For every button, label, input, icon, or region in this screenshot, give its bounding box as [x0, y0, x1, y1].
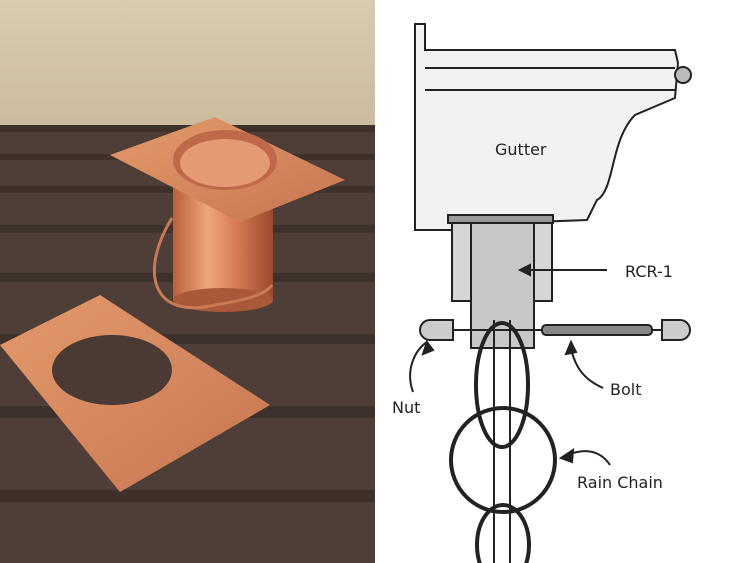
label-gutter: Gutter — [495, 140, 547, 159]
label-nut: Nut — [392, 398, 421, 417]
installation-diagram: Gutter RCR-1 Nut Bolt Rain Chain — [375, 0, 750, 563]
photo-illustration — [0, 0, 375, 563]
label-rcr-1: RCR-1 — [625, 262, 673, 281]
diagram-illustration — [409, 23, 692, 563]
label-bolt: Bolt — [610, 380, 642, 399]
label-rain-chain: Rain Chain — [577, 473, 663, 492]
product-photo — [0, 0, 375, 563]
